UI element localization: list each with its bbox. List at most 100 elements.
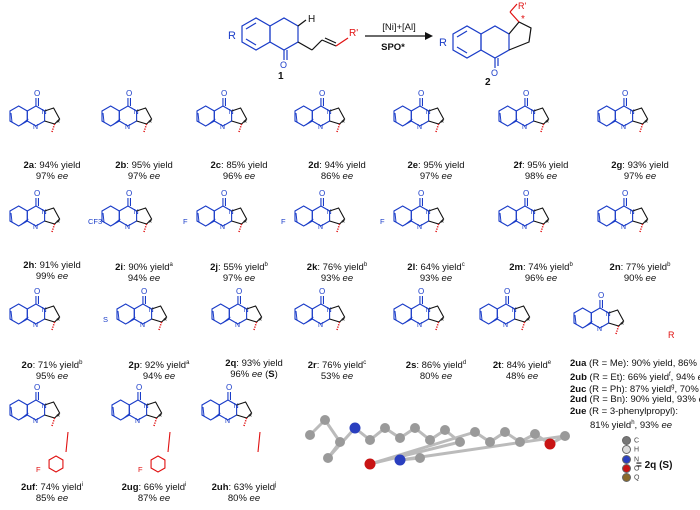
structure-2l: ONN*F	[380, 189, 445, 234]
legend-O: O	[622, 464, 639, 474]
structure-2g: ONN*	[597, 89, 649, 134]
atom-3	[323, 453, 333, 463]
svg-text:N: N	[531, 209, 536, 216]
svg-text:N: N	[327, 307, 332, 314]
structure-2uh: ONN*	[201, 383, 253, 428]
svg-text:*: *	[244, 118, 248, 128]
svg-text:N: N	[531, 109, 536, 116]
svg-text:F: F	[183, 217, 188, 226]
structure-2i: ONN*CF3	[88, 189, 153, 234]
svg-text:N: N	[621, 124, 626, 131]
svg-text:O: O	[236, 287, 242, 296]
svg-text:O: O	[34, 189, 40, 198]
reagent-bottom: SPO*	[381, 42, 405, 53]
structure-2n: ONN*	[597, 189, 649, 234]
atom-12	[364, 458, 376, 470]
reagent-top: [Ni]+[Al]	[382, 22, 416, 33]
svg-text:O: O	[523, 89, 529, 98]
structure-2h: ONN*	[9, 189, 61, 234]
atom-13	[470, 427, 480, 437]
svg-text:N: N	[318, 224, 323, 231]
svg-text:N: N	[125, 224, 130, 231]
svg-text:O: O	[504, 287, 510, 296]
atom-14	[485, 437, 495, 447]
svg-text:N: N	[503, 322, 508, 329]
svg-text:F: F	[138, 465, 143, 474]
svg-text:F: F	[380, 217, 385, 226]
svg-text:N: N	[630, 209, 635, 216]
svg-text:O: O	[34, 383, 40, 392]
structure-2u: ONN*	[573, 291, 625, 336]
structure-2f: ONN*	[498, 89, 550, 134]
svg-text:N: N	[426, 109, 431, 116]
svg-text:O: O	[136, 383, 142, 392]
svg-text:O: O	[319, 89, 325, 98]
svg-text:*: *	[546, 218, 550, 228]
structure-2e: ONN*	[393, 89, 445, 134]
structure-2a: ONN*	[9, 89, 61, 134]
atom-6	[380, 423, 390, 433]
svg-text:N: N	[42, 307, 47, 314]
legend-C: C	[622, 436, 639, 445]
svg-text:N: N	[140, 322, 145, 329]
svg-text:*: *	[342, 316, 346, 326]
atom-21	[415, 453, 425, 463]
xtal-label: = 2q (S)	[636, 460, 673, 471]
svg-text:N: N	[220, 224, 225, 231]
svg-text:N: N	[630, 109, 635, 116]
caption-2ue: 2ue (R = 3-phenylpropyl):	[570, 406, 678, 417]
svg-text:N: N	[417, 322, 422, 329]
atom-2	[335, 437, 345, 447]
atom-16	[515, 437, 525, 447]
svg-text:N: N	[318, 322, 323, 329]
structure-2m: ONN*	[498, 189, 550, 234]
structure-2d: ONN*	[294, 89, 346, 134]
atom-11	[455, 437, 465, 447]
svg-text:*: *	[57, 412, 61, 422]
svg-text:O: O	[34, 287, 40, 296]
atom-5	[365, 435, 375, 445]
svg-text:O: O	[418, 89, 424, 98]
svg-text:*: *	[342, 118, 346, 128]
svg-text:N: N	[235, 322, 240, 329]
svg-text:O: O	[319, 287, 325, 296]
svg-text:O: O	[226, 383, 232, 392]
svg-text:*: *	[645, 118, 649, 128]
product-R: R	[439, 37, 447, 49]
svg-text:O: O	[34, 89, 40, 98]
scheme-H: H	[308, 14, 315, 25]
svg-text:O: O	[622, 189, 628, 198]
svg-text:N: N	[512, 307, 517, 314]
svg-text:N: N	[220, 124, 225, 131]
svg-text:*: *	[244, 218, 248, 228]
svg-text:N: N	[33, 124, 38, 131]
svg-text:N: N	[125, 124, 130, 131]
svg-text:F: F	[36, 465, 41, 474]
svg-text:N: N	[33, 322, 38, 329]
svg-text:N: N	[621, 224, 626, 231]
svg-text:O: O	[598, 291, 604, 300]
svg-text:N: N	[327, 109, 332, 116]
crystal-structure	[305, 415, 570, 470]
product-O: O	[491, 68, 498, 78]
svg-text:O: O	[126, 189, 132, 198]
svg-text:*: *	[57, 218, 61, 228]
svg-text:*: *	[259, 316, 263, 326]
svg-text:N: N	[417, 224, 422, 231]
structure-2uf: ONN*	[9, 383, 61, 428]
legend-H: H	[622, 445, 639, 455]
structure-2ug: ONN*	[111, 383, 163, 428]
